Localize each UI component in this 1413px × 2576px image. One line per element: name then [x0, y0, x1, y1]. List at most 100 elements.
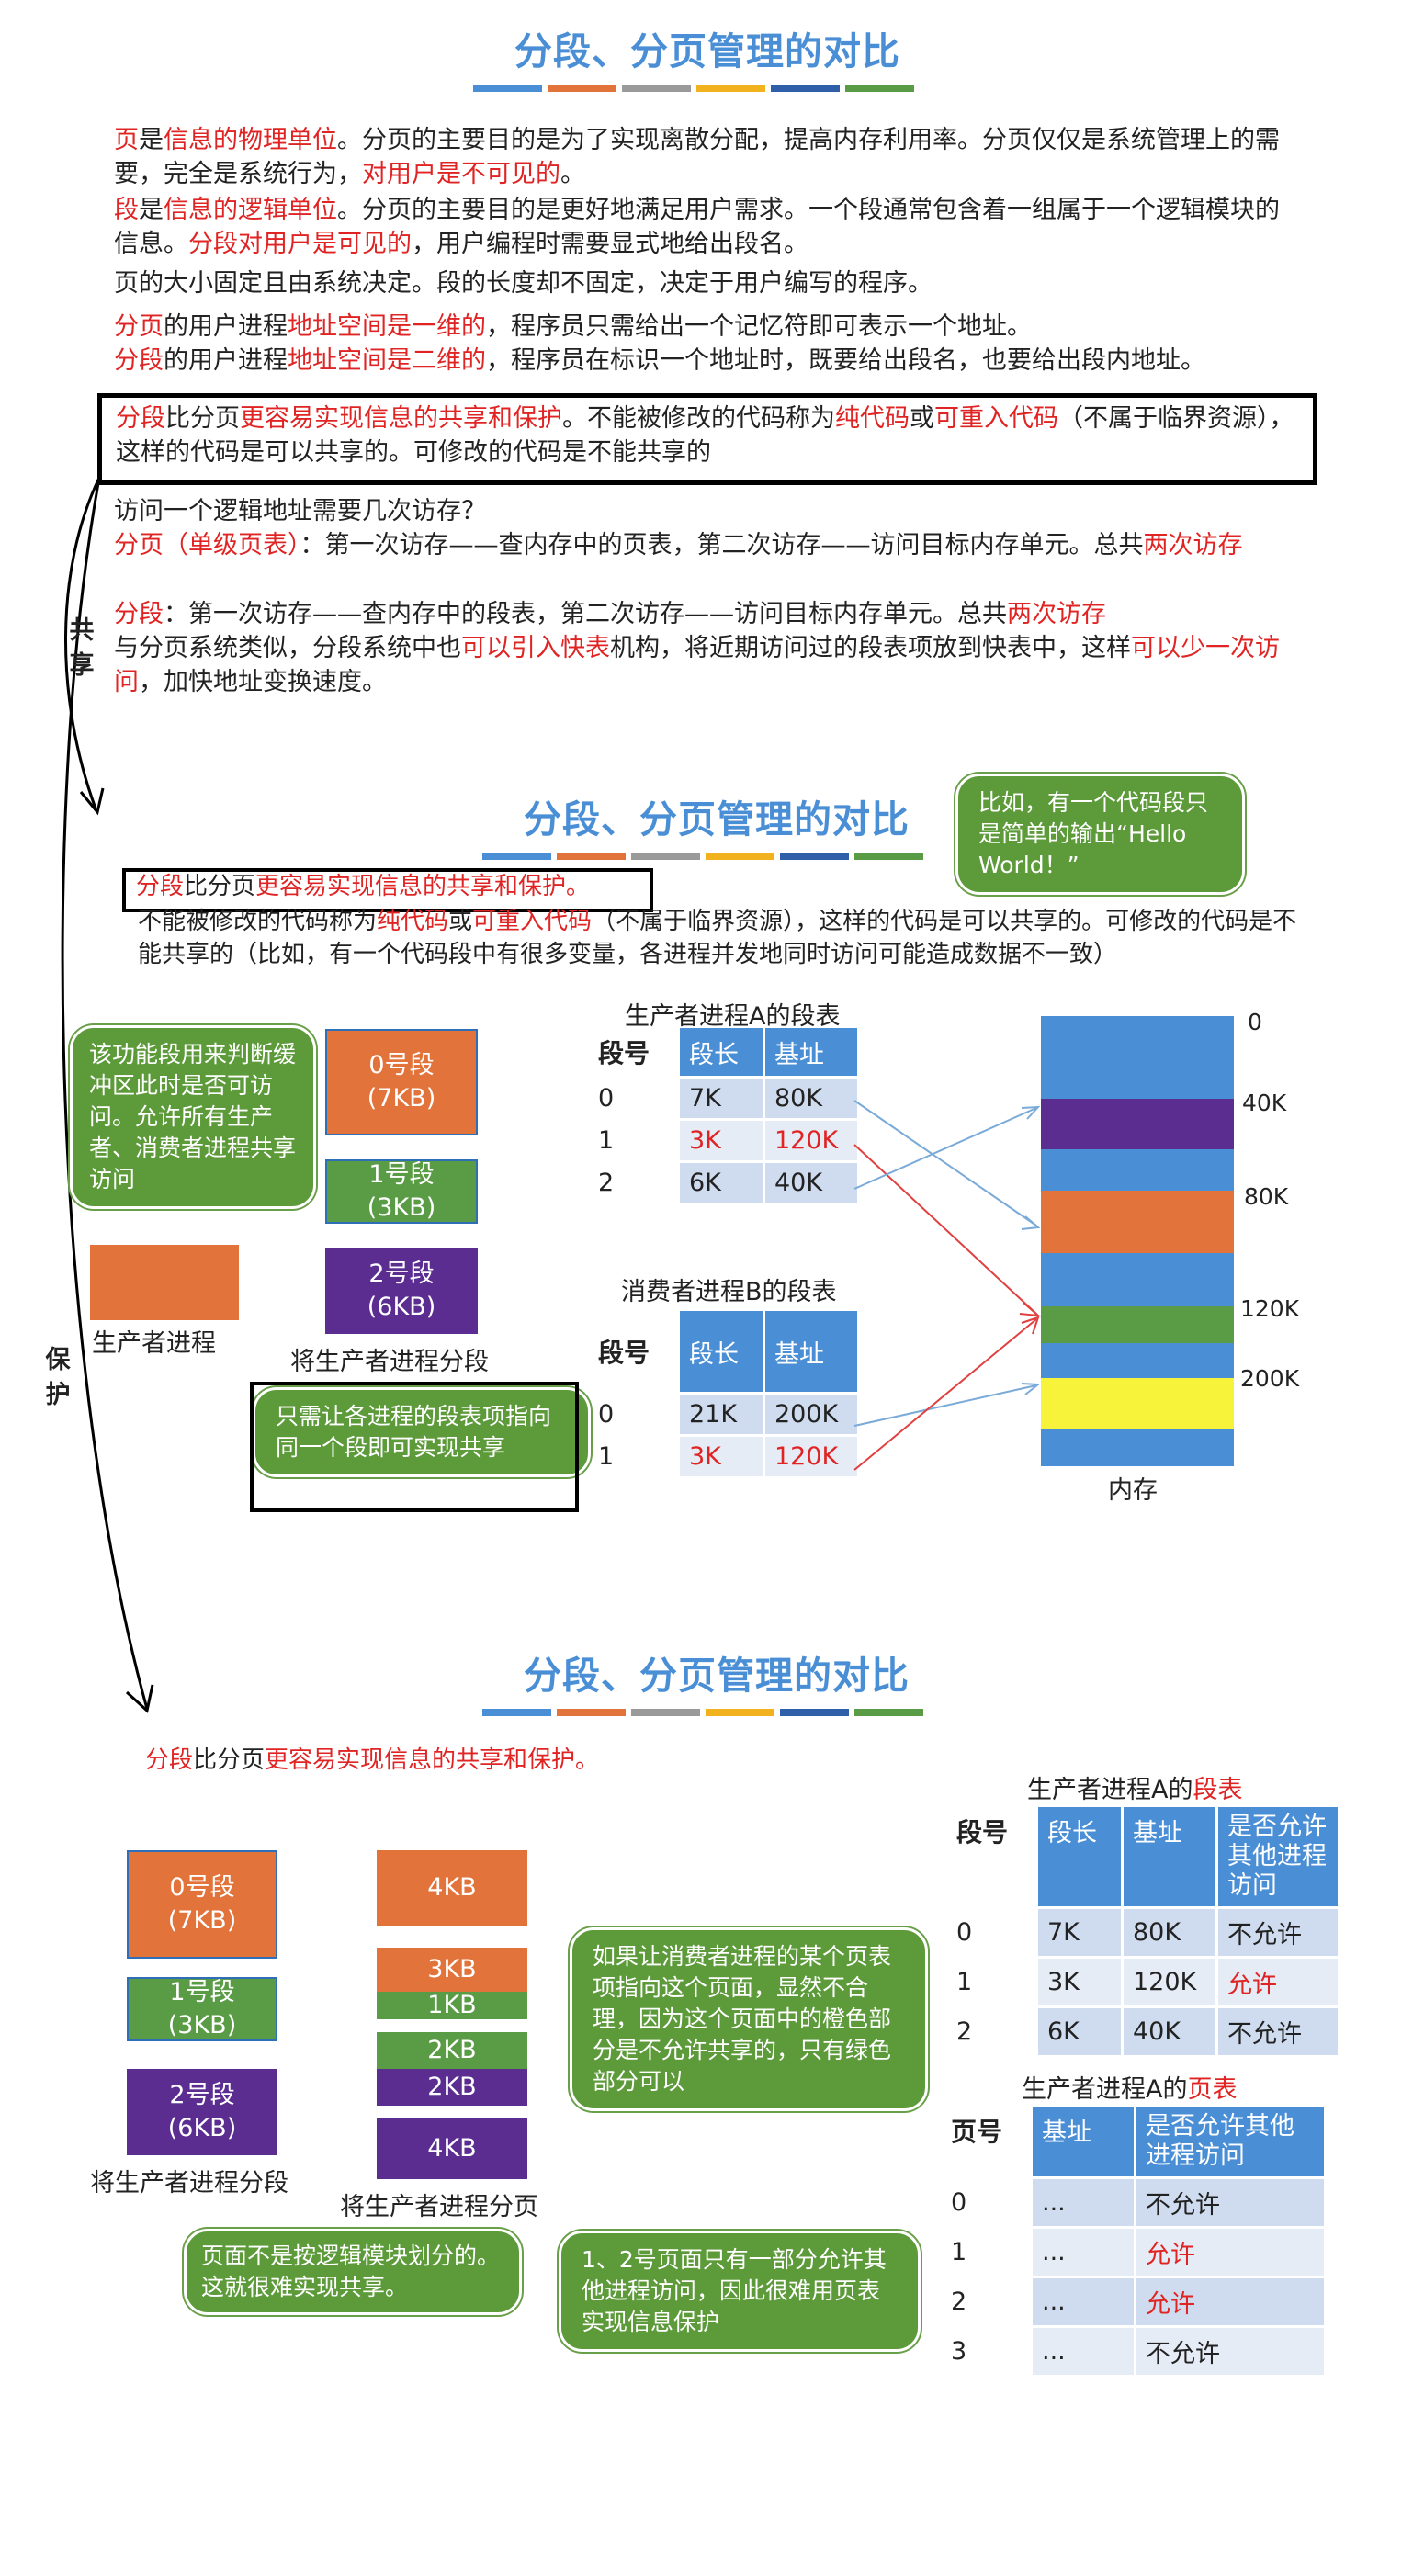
- callout-frame: [250, 1382, 579, 1512]
- cell-allow: 不允许: [1136, 2328, 1324, 2375]
- highlight-text: 可以少一次访问: [114, 634, 1280, 696]
- callout-share-same-segment: 只需让各进程的段表项指向同一个段即可实现共享: [253, 1387, 591, 1477]
- callout-buffer-check: 该功能段用来判断缓冲区此时是否可访问。允许所有生产者、消费者进程共享访问: [70, 1025, 316, 1209]
- highlight-text: 纯代码: [835, 404, 910, 433]
- text-run: 或: [448, 908, 473, 935]
- highlight-text: 纯代码: [377, 908, 449, 935]
- col-base: 基址: [1033, 2107, 1134, 2176]
- stripe: [557, 1709, 626, 1716]
- highlight-text: 更容易实现信息的共享和保护。: [265, 1746, 600, 1774]
- cell-n: 0: [956, 1918, 973, 1947]
- highlight-text: 可以引入快表: [461, 634, 610, 662]
- mem-free: [1041, 1343, 1234, 1378]
- arrow-b1: [853, 1318, 1037, 1471]
- stripe: [845, 85, 914, 92]
- text-run: ，程序员在标识一个地址时，既要给出段名，也要给出段内地址。: [486, 346, 1205, 375]
- text-run: 是: [139, 126, 164, 154]
- producer-label: 生产者进程: [92, 1329, 216, 1358]
- text-run: （不属于临界资源），这样的代码是可以共享的。可修改的代码是不能共享的: [116, 404, 1294, 467]
- stripe: [548, 85, 616, 92]
- cell-allow: 不允许: [1136, 2179, 1324, 2226]
- arrow-head: [1021, 1105, 1041, 1120]
- section3-title: 分段、分页管理的对比: [524, 1654, 910, 1698]
- protect-arrow-head: [125, 1684, 154, 1713]
- page-2-purple-part: 2KB: [377, 2069, 527, 2106]
- table-row: 0...不允许: [942, 2179, 1324, 2226]
- stripe: [780, 1709, 849, 1716]
- highlight-text: 分段: [116, 404, 165, 433]
- cell-base: 40K: [1124, 2008, 1215, 2055]
- text-run: 的用户进程: [164, 346, 288, 375]
- stripe: [854, 1709, 923, 1716]
- side-label-protect: 保护: [45, 1346, 71, 1409]
- mem-free: [1041, 1016, 1234, 1099]
- para-question: 访问一个逻辑地址需要几次访存？: [114, 497, 486, 525]
- cell-base: ...: [1033, 2179, 1134, 2226]
- title-stripes: [473, 85, 914, 92]
- para-seg-2d: 分段的用户进程地址空间是二维的，程序员在标识一个地址时，既要给出段名，也要给出段…: [114, 344, 1327, 378]
- cell-n: 2: [951, 2288, 967, 2316]
- highlight-text: 信息的物理单位: [164, 126, 337, 154]
- text-run: 与分页系统类似，分段系统中也: [114, 634, 461, 662]
- segment-2-block: 2号段 (6KB): [325, 1248, 478, 1334]
- highlight-text: 地址空间是一维的: [288, 312, 486, 341]
- cell-base: ...: [1033, 2328, 1134, 2375]
- callout-page-not-logical: 页面不是按逻辑模块划分的。这就很难实现共享。: [184, 2229, 522, 2315]
- share-highlight-frame: [97, 393, 1317, 485]
- arrow-head: [1021, 1215, 1041, 1230]
- stripe: [482, 1709, 551, 1716]
- cell-len: 21K: [680, 1395, 763, 1434]
- text-run: 比分页: [165, 404, 240, 433]
- memory-column: [1041, 1016, 1234, 1466]
- cell-n: 0: [598, 1400, 615, 1429]
- text-run: 不能被修改的代码称为: [138, 908, 378, 935]
- text-run: 是: [139, 196, 164, 224]
- callout-page-protect-hard: 1、2号页面只有一部分允许其他进程访问，因此很难用页表实现信息保护: [559, 2231, 921, 2352]
- arrow-a0: [853, 1100, 1037, 1226]
- text-run: 的用户进程: [164, 312, 288, 341]
- mem-seg-orange: [1041, 1191, 1234, 1253]
- stripe: [771, 85, 840, 92]
- segtable-title: 生产者进程A的段表: [1027, 1769, 1242, 1805]
- section2-title: 分段、分页管理的对比: [524, 797, 910, 842]
- mem-free: [1041, 1149, 1234, 1191]
- highlight-text: 对用户是不可见的: [362, 160, 560, 188]
- para-segment-unit: 段是信息的逻辑单位。分页的主要目的是更好地满足用户需求。一个段通常包含着一组属于…: [114, 193, 1299, 261]
- stripe: [706, 853, 774, 860]
- para-seg-access: 分段：第一次访存——查内存中的段表，第二次访存——访问目标内存单元。总共两次访存: [114, 597, 1308, 631]
- mem-label-40k: 40K: [1242, 1090, 1287, 1116]
- cell-n: 0: [598, 1084, 615, 1113]
- para-size: 页的大小固定且由系统决定。段的长度却不固定，决定于用户编写的程序。: [114, 269, 933, 298]
- cell-n: 1: [956, 1968, 973, 1996]
- segtable-title-suffix: 段表: [1193, 1776, 1243, 1804]
- segment-1-block: 1号段 (3KB): [127, 1977, 277, 2041]
- highlight-text: 地址空间是二维的: [288, 346, 486, 375]
- mem-seg-yellow: [1041, 1378, 1234, 1429]
- tableA-title: 生产者进程A的段表: [625, 1002, 841, 1031]
- arrow-b0: [853, 1384, 1037, 1427]
- highlight-text: 分段: [136, 873, 185, 900]
- tableB-title: 消费者进程B的段表: [621, 1278, 837, 1306]
- cell-len: 6K: [1038, 2008, 1121, 2055]
- page-title: 分段、分页管理的对比: [514, 29, 900, 73]
- cell-base: 120K: [1124, 1959, 1215, 2005]
- split-page-label: 将生产者进程分页: [340, 2193, 538, 2221]
- cell-allow: 不允许: [1218, 2008, 1338, 2055]
- text-run: （不属于临界资源），这样的代码是可以共享的。可修改的代码是不能共享的（比如，有一…: [138, 908, 1297, 968]
- mem-label-0: 0: [1248, 1009, 1262, 1035]
- section3-lead: 分段比分页更容易实现信息的共享和保护。: [145, 1744, 788, 1778]
- table-header-row: 段号 段长 基址 是否允许其他进程访问: [947, 1807, 1338, 1906]
- table-row: 1...允许: [942, 2229, 1324, 2276]
- cell-n: 0: [951, 2188, 967, 2217]
- cell-base: 80K: [1124, 1909, 1215, 1956]
- stripe: [854, 853, 923, 860]
- mem-free: [1041, 1429, 1234, 1466]
